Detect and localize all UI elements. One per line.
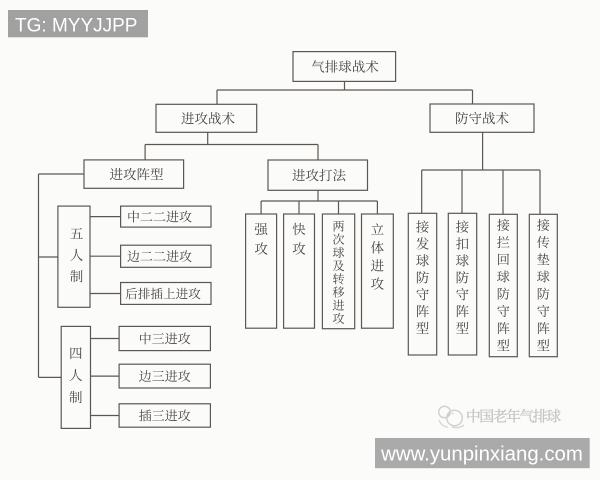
svg-text:www.yunpinxiang.com: www.yunpinxiang.com (380, 444, 583, 466)
svg-text:TG: MYYJJPP: TG: MYYJJPP (15, 16, 137, 37)
